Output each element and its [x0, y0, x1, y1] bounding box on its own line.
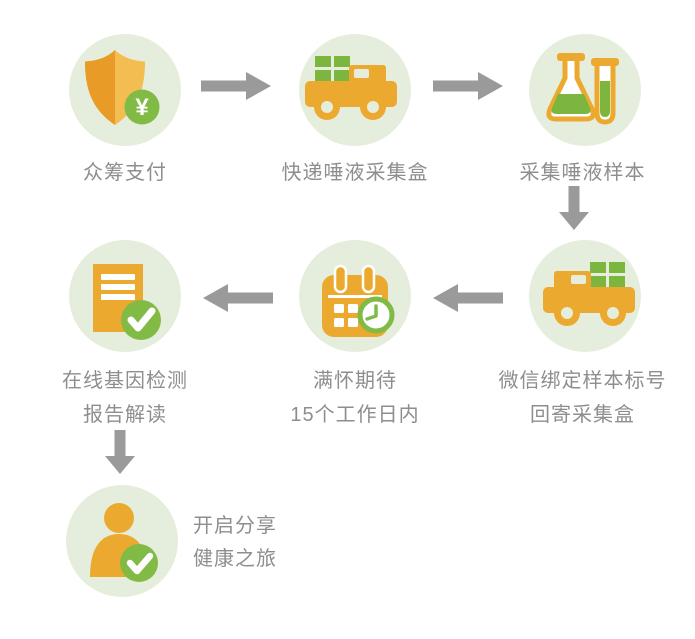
label-line: 回寄采集盒	[530, 404, 635, 426]
step-label-sample: 采集唾液样本	[470, 156, 695, 190]
label-line: 微信绑定样本标号	[498, 370, 667, 392]
label-line: 在线基因检测	[62, 370, 188, 392]
label-line: 采集唾液样本	[519, 162, 646, 184]
label-line: 众筹支付	[83, 162, 167, 184]
label-line: 开启分享	[193, 515, 277, 537]
label-line: 满怀期待	[313, 370, 397, 392]
step-circle-report	[69, 240, 181, 352]
arrow-right-icon	[201, 72, 271, 100]
step-circle-return	[529, 240, 641, 352]
step-circle-courier	[299, 34, 411, 146]
report-check-icon	[93, 264, 161, 340]
arrow-down-icon	[559, 186, 589, 230]
return-truck-icon	[543, 262, 635, 326]
label-line: 健康之旅	[193, 548, 277, 570]
yuan-symbol: ¥	[135, 94, 149, 121]
person-check-icon	[90, 503, 158, 582]
flask-test-tube-icon	[546, 53, 619, 125]
step-circle-wait	[299, 240, 411, 352]
arrow-left-icon	[433, 284, 503, 312]
label-line: 15个工作日内	[290, 404, 420, 426]
step-label-payment: 众筹支付	[10, 156, 240, 190]
shield-yuan-icon: ¥	[85, 50, 160, 125]
step-circle-share	[66, 485, 178, 597]
label-line: 快递唾液采集盒	[281, 162, 429, 184]
step-circle-sample	[529, 34, 641, 146]
arrow-left-icon	[203, 284, 273, 312]
label-line: 报告解读	[83, 404, 167, 426]
step-label-wait: 满怀期待 15个工作日内	[240, 364, 470, 432]
arrow-right-icon	[433, 72, 503, 100]
delivery-truck-icon	[305, 56, 397, 120]
step-label-courier: 快递唾液采集盒	[240, 156, 470, 190]
step-label-report: 在线基因检测 报告解读	[10, 364, 240, 432]
step-label-share: 开启分享 健康之旅	[193, 510, 393, 576]
calendar-clock-icon	[322, 264, 395, 337]
step-circle-payment: ¥	[69, 34, 181, 146]
arrow-down-icon	[105, 430, 135, 474]
step-label-return: 微信绑定样本标号 回寄采集盒	[470, 364, 695, 432]
